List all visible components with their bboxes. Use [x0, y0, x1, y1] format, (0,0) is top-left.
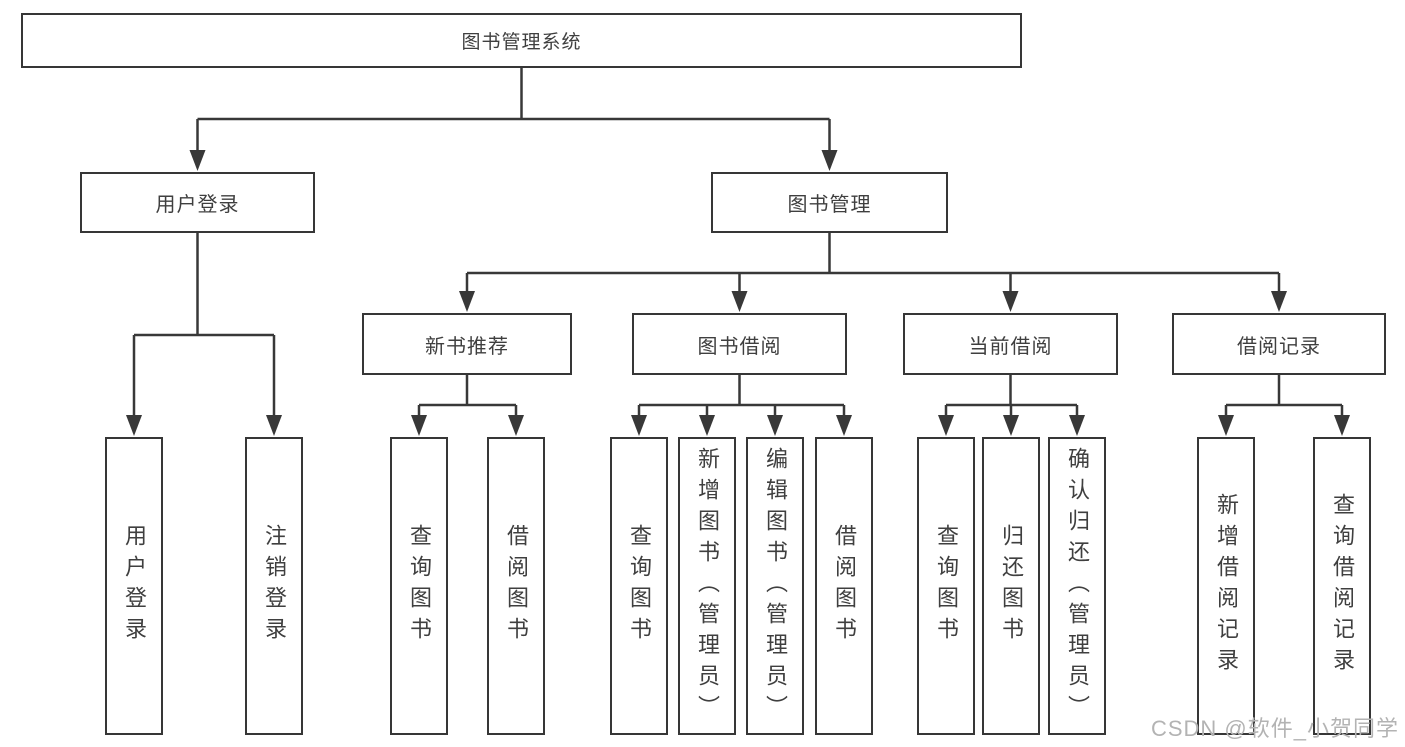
node-label: 查询图书	[627, 524, 652, 648]
leaf-return-books: 归还图书	[982, 437, 1040, 735]
arrow-down-icon	[1002, 291, 1019, 312]
node-label: 当前借阅	[968, 335, 1053, 358]
node-label: 新书推荐	[425, 335, 509, 358]
arrow-down-icon	[731, 291, 748, 312]
node-label: 用户登录	[155, 194, 240, 216]
leaf-query-books-3: 查询图书	[917, 437, 975, 735]
arrow-down-icon	[699, 415, 715, 436]
arrow-down-icon	[1334, 415, 1350, 436]
arrow-down-icon	[126, 415, 142, 436]
node-label: 借阅图书	[832, 524, 857, 648]
leaf-query-books: 查询图书	[390, 437, 448, 735]
node-book-borrow: 图书借阅	[632, 313, 847, 375]
arrow-down-icon	[189, 150, 206, 171]
node-label: 图书管理	[787, 194, 872, 216]
leaf-edit-book-admin: 编辑图书（管理员）	[746, 437, 804, 735]
node-library-management-system: 图书管理系统	[21, 13, 1022, 68]
node-borrow-records: 借阅记录	[1172, 313, 1386, 375]
node-current-borrow: 当前借阅	[903, 313, 1118, 375]
node-label: 归还图书	[999, 524, 1024, 648]
leaf-query-borrow-record: 查询借阅记录	[1313, 437, 1371, 735]
arrow-down-icon	[1003, 415, 1019, 436]
leaf-add-borrow-record: 新增借阅记录	[1197, 437, 1255, 735]
node-label: 注销登录	[262, 524, 287, 648]
arrow-down-icon	[1271, 291, 1287, 312]
node-label: 借阅记录	[1237, 335, 1321, 358]
node-label: 图书管理系统	[461, 32, 582, 53]
node-label: 新增借阅记录	[1214, 493, 1239, 679]
node-label: 新增图书（管理员）	[695, 446, 720, 726]
leaf-logout-login: 注销登录	[245, 437, 303, 735]
node-label: 查询图书	[934, 524, 959, 648]
leaf-confirm-return-admin: 确认归还（管理员）	[1048, 437, 1106, 735]
arrow-down-icon	[266, 415, 282, 436]
node-label: 查询图书	[407, 524, 432, 648]
node-user-login: 用户登录	[80, 172, 315, 233]
node-label: 编辑图书（管理员）	[763, 446, 788, 726]
arrow-down-icon	[1069, 415, 1085, 436]
arrow-down-icon	[1218, 415, 1234, 436]
arrow-down-icon	[508, 415, 524, 436]
arrow-down-icon	[938, 415, 954, 436]
arrow-down-icon	[821, 150, 838, 171]
node-label: 用户登录	[122, 524, 147, 648]
arrow-down-icon	[767, 415, 783, 436]
leaf-borrow-books: 借阅图书	[487, 437, 545, 735]
leaf-borrow-books-2: 借阅图书	[815, 437, 873, 735]
node-label: 确认归还（管理员）	[1065, 446, 1090, 726]
node-new-book-recommend: 新书推荐	[362, 313, 572, 375]
node-label: 借阅图书	[504, 524, 529, 648]
node-label: 查询借阅记录	[1330, 493, 1355, 679]
arrow-down-icon	[631, 415, 647, 436]
leaf-user-login: 用户登录	[105, 437, 163, 735]
arrow-down-icon	[836, 415, 852, 436]
arrow-down-icon	[411, 415, 427, 436]
arrow-down-icon	[459, 291, 475, 312]
node-book-management: 图书管理	[711, 172, 948, 233]
leaf-query-books-2: 查询图书	[610, 437, 668, 735]
leaf-add-book-admin: 新增图书（管理员）	[678, 437, 736, 735]
node-label: 图书借阅	[697, 335, 782, 358]
